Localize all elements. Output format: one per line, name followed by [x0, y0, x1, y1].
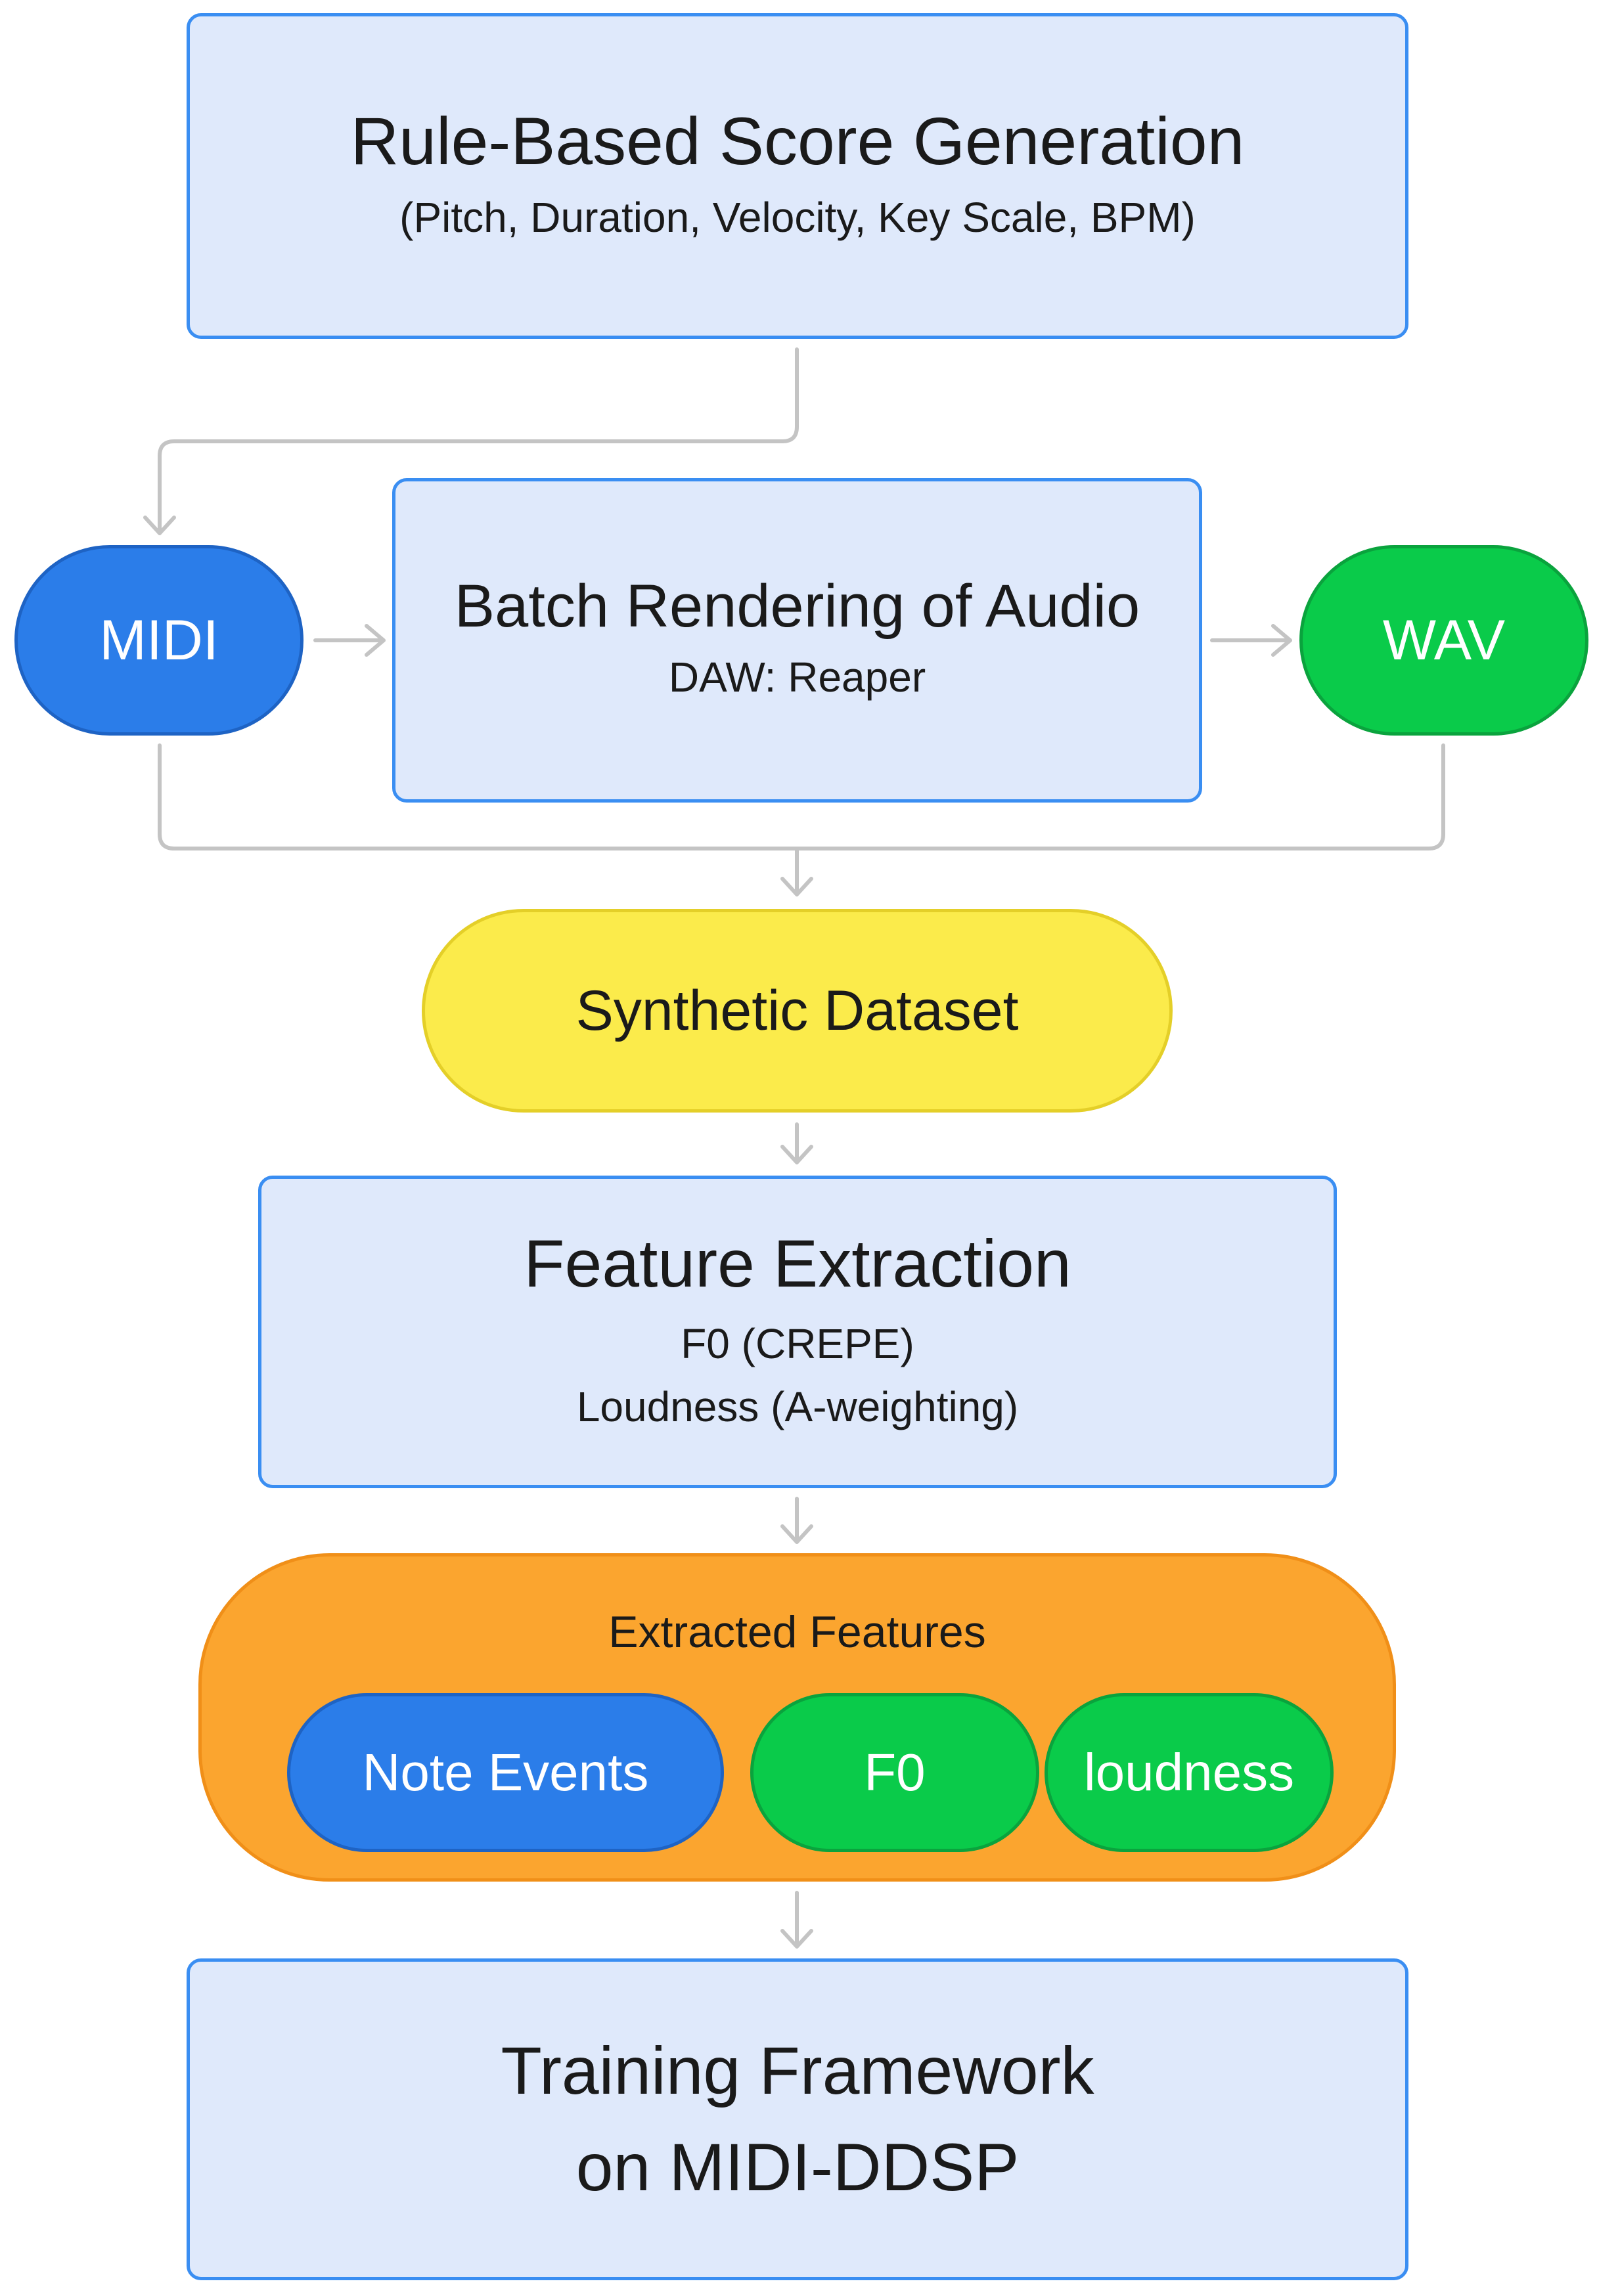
batch-rendering-box: Batch Rendering of Audio DAW: Reaper [392, 478, 1202, 803]
arrowhead-training [780, 1929, 813, 1949]
arrowhead-extracted [780, 1524, 813, 1544]
arrowhead-wav [1271, 624, 1292, 657]
training-framework-line1: Training Framework [501, 2033, 1094, 2108]
arrowhead-dataset [780, 877, 813, 896]
training-framework-line2: on MIDI-DDSP [575, 2130, 1020, 2205]
score-generation-title: Rule-Based Score Generation [350, 104, 1245, 179]
synthetic-dataset-label: Synthetic Dataset [575, 979, 1019, 1042]
batch-rendering-title: Batch Rendering of Audio [454, 573, 1140, 640]
arrowhead-features [780, 1145, 813, 1164]
wav-label: WAV [1382, 608, 1506, 672]
midi-label: MIDI [99, 608, 219, 672]
note-events-pill: Note Events [287, 1693, 724, 1852]
arrowhead-midi [143, 516, 176, 535]
midi-pill: MIDI [14, 545, 304, 736]
wav-pill: WAV [1299, 545, 1588, 736]
loudness-label: loudness [1083, 1743, 1295, 1801]
feature-extraction-box: Feature Extraction F0 (CREPE) Loudness (… [258, 1176, 1337, 1488]
arrow-score-to-midi [158, 347, 799, 534]
extracted-features-title: Extracted Features [608, 1607, 986, 1657]
batch-rendering-subtitle: DAW: Reaper [668, 653, 926, 701]
note-events-label: Note Events [362, 1743, 649, 1801]
f0-pill: F0 [750, 1693, 1039, 1852]
loudness-pill: loudness [1045, 1693, 1334, 1852]
arrow-midi-to-dataset [158, 743, 1445, 850]
training-framework-box: Training Framework on MIDI-DDSP [187, 1958, 1408, 2280]
feature-extraction-line2: Loudness (A-weighting) [576, 1382, 1019, 1430]
synthetic-dataset-pill: Synthetic Dataset [422, 909, 1173, 1113]
feature-extraction-title: Feature Extraction [524, 1226, 1071, 1302]
f0-label: F0 [864, 1743, 926, 1801]
arrowhead-render [365, 624, 386, 657]
score-generation-box: Rule-Based Score Generation (Pitch, Dura… [187, 13, 1408, 339]
score-generation-subtitle: (Pitch, Duration, Velocity, Key Scale, B… [399, 193, 1196, 241]
feature-extraction-line1: F0 (CREPE) [681, 1319, 914, 1367]
